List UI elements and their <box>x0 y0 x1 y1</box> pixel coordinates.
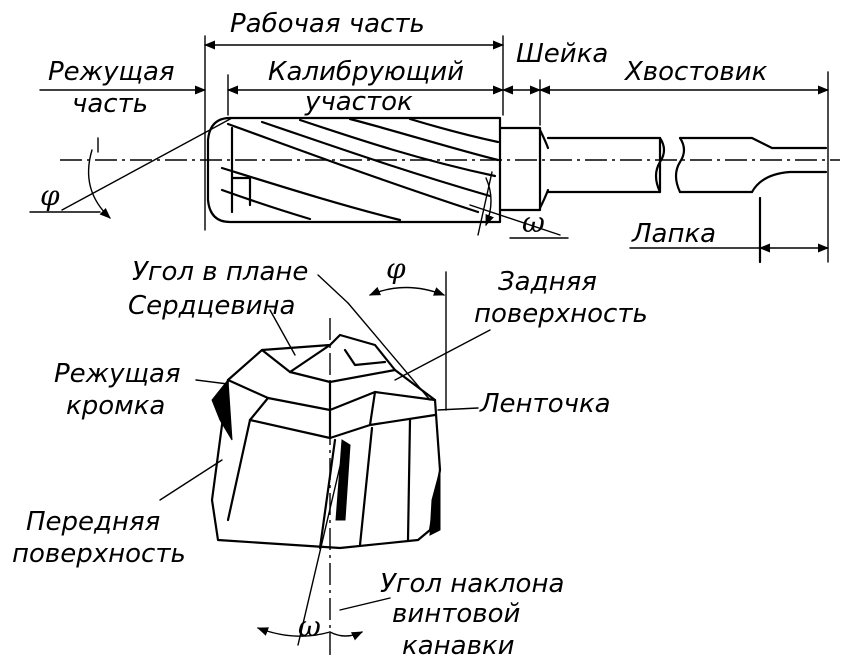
label-phi-bottom: φ <box>386 252 406 285</box>
drill-tip-view: Угол в плане Сердцевина φ Задняя поверхн… <box>12 252 648 661</box>
drill-neck <box>498 126 542 212</box>
label-rake-2: поверхность <box>12 539 186 569</box>
drill-shank <box>546 136 662 194</box>
drill-side-view: Рабочая часть Режущая часть Калибрующий … <box>29 9 840 264</box>
label-working-part: Рабочая часть <box>230 9 425 39</box>
drill-tang <box>750 170 828 194</box>
label-phi-top: φ <box>40 179 60 212</box>
label-tang: Лапка <box>631 219 716 249</box>
label-helix-3: канавки <box>402 631 515 661</box>
label-neck: Шейка <box>516 39 608 69</box>
label-rake-1: Передняя <box>26 507 160 537</box>
dimension-lines <box>29 35 830 263</box>
label-cutting-part-1: Режущая <box>48 57 175 87</box>
label-plan-angle: Угол в плане <box>132 257 308 287</box>
label-omega-top: ω <box>522 206 545 239</box>
label-cutting-edge-1: Режущая <box>54 359 181 389</box>
label-cutting-part-2: часть <box>72 89 148 119</box>
label-calibrating-1: Калибрующий <box>268 57 464 87</box>
drill-flutes <box>220 117 500 222</box>
label-cutting-edge-2: кромка <box>66 391 165 421</box>
label-core: Сердцевина <box>128 291 295 321</box>
drill-margin-strip <box>211 378 233 441</box>
label-shank: Хвостовик <box>623 57 768 87</box>
tip-annotation-lines <box>159 271 491 655</box>
drill-working-body <box>206 116 502 224</box>
label-margin: Ленточка <box>479 389 611 419</box>
label-flank-1: Задняя <box>498 267 597 297</box>
label-helix-1: Угол наклона <box>380 569 564 599</box>
label-flank-2: поверхность <box>474 299 648 329</box>
label-calibrating-2: участок <box>304 87 413 117</box>
label-omega-bottom: ω <box>298 610 321 643</box>
label-helix-2: винтовой <box>392 599 520 629</box>
drill-tip-body <box>210 333 442 550</box>
